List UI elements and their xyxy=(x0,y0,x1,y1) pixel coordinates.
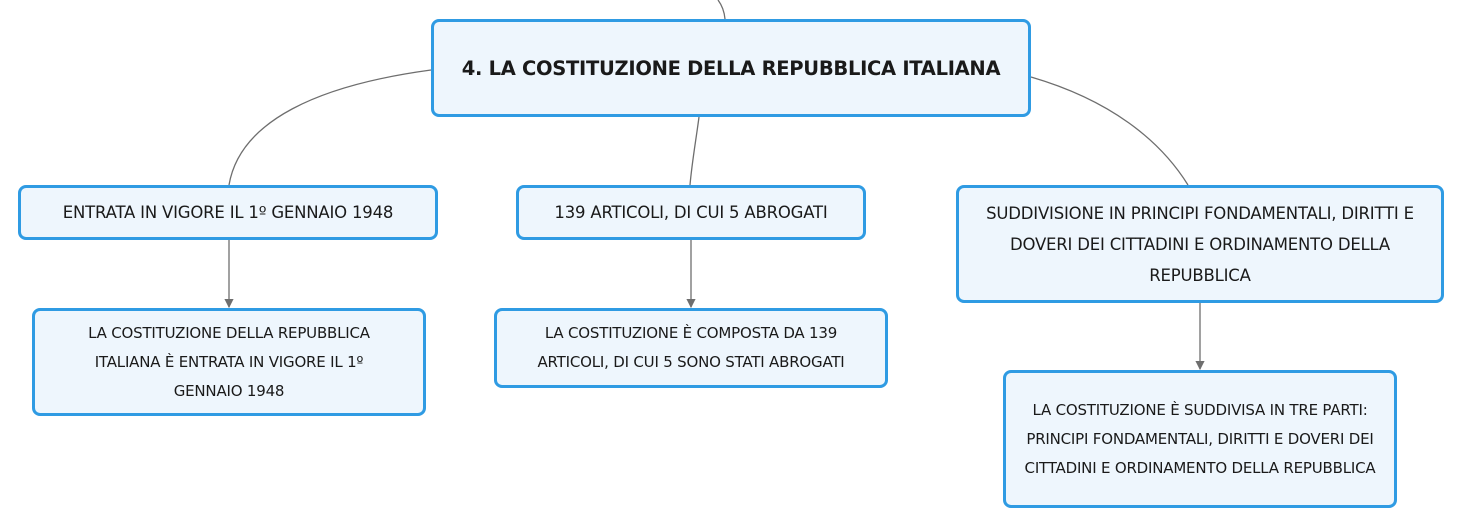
connector-root-to-branch-1 xyxy=(228,69,432,186)
connector-parent-to-root xyxy=(717,0,726,20)
connector-root-to-branch-2 xyxy=(689,116,700,186)
subtopic-suddivisione-detail[interactable]: LA COSTITUZIONE È SUDDIVISA IN TRE PARTI… xyxy=(1003,370,1397,508)
subtopic-label: LA COSTITUZIONE DELLA REPUBBLICA ITALIAN… xyxy=(88,323,370,400)
root-topic-label: 4. LA COSTITUZIONE DELLA REPUBBLICA ITAL… xyxy=(461,56,1001,80)
subtopic-label: LA COSTITUZIONE È SUDDIVISA IN TRE PARTI… xyxy=(1024,400,1376,477)
subtopic-139-articoli-detail[interactable]: LA COSTITUZIONE È COMPOSTA DA 139 ARTICO… xyxy=(494,308,888,388)
root-topic[interactable]: 4. LA COSTITUZIONE DELLA REPUBBLICA ITAL… xyxy=(431,19,1031,117)
connector-root-to-branch-3 xyxy=(1030,76,1189,186)
topic-suddivisione[interactable]: SUDDIVISIONE IN PRINCIPI FONDAMENTALI, D… xyxy=(956,185,1444,303)
topic-label: ENTRATA IN VIGORE IL 1º GENNAIO 1948 xyxy=(62,203,394,222)
topic-entrata-in-vigore[interactable]: ENTRATA IN VIGORE IL 1º GENNAIO 1948 xyxy=(18,185,438,240)
subtopic-label: LA COSTITUZIONE È COMPOSTA DA 139 ARTICO… xyxy=(537,324,845,371)
topic-139-articoli[interactable]: 139 ARTICOLI, DI CUI 5 ABROGATI xyxy=(516,185,866,240)
subtopic-entrata-in-vigore-detail[interactable]: LA COSTITUZIONE DELLA REPUBBLICA ITALIAN… xyxy=(32,308,426,416)
topic-label: 139 ARTICOLI, DI CUI 5 ABROGATI xyxy=(554,203,828,222)
topic-label: SUDDIVISIONE IN PRINCIPI FONDAMENTALI, D… xyxy=(986,203,1414,285)
